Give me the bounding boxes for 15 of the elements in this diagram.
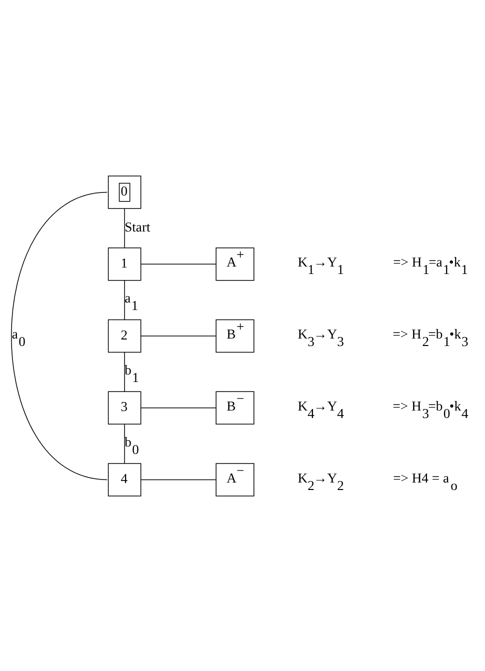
connector [140,263,216,264]
node-box: 4 [108,462,142,496]
connector [124,208,125,248]
node-box: 0 [108,175,142,208]
connector [140,406,216,408]
edge-label: Start [124,219,150,234]
connector [10,191,108,480]
connector [124,423,125,464]
connector [124,352,125,392]
connector [140,478,216,480]
connector [124,280,125,320]
connector [140,335,216,336]
node-box: 3 [108,390,142,424]
node-box: 1 [108,247,142,280]
node-box: 2 [108,318,142,352]
